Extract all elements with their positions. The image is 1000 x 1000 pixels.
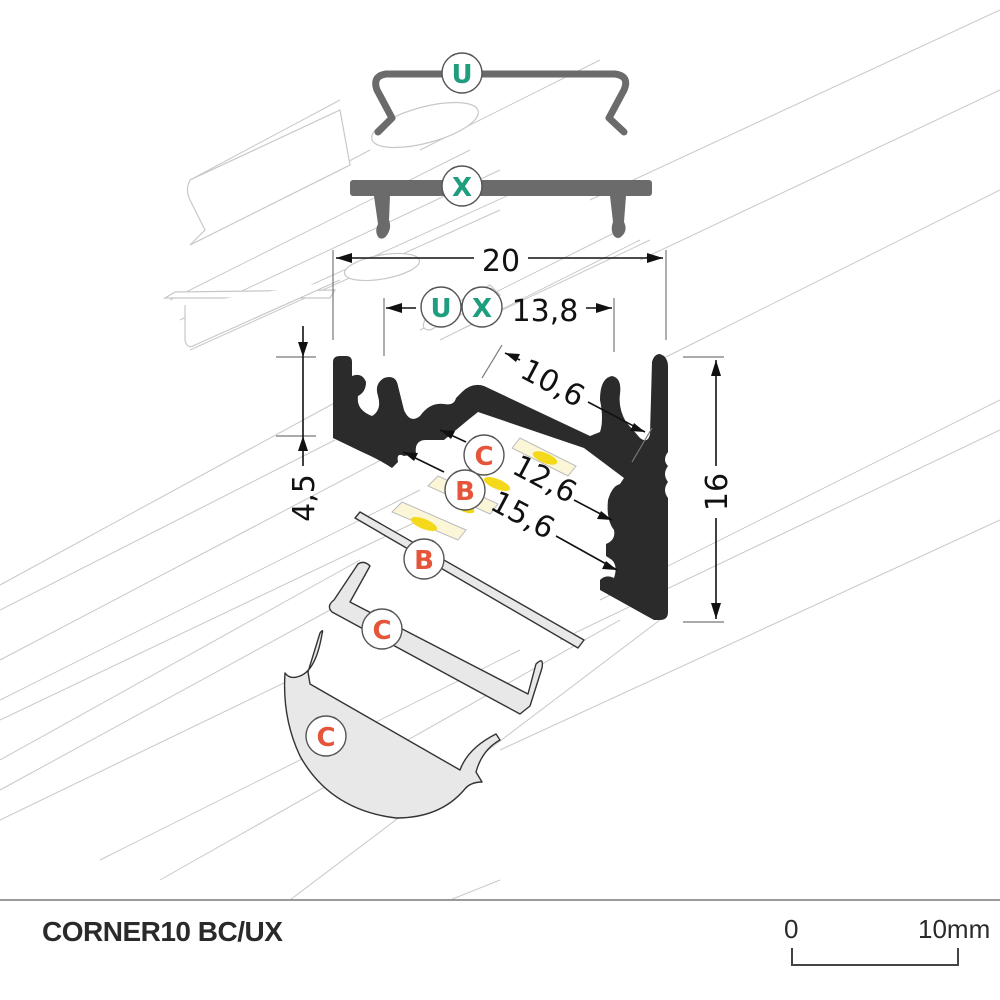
x-cover [350, 180, 652, 239]
c-round-diffuser [283, 630, 501, 819]
badge-label-u: U [451, 60, 472, 90]
badge-c-round-diffuser: C [305, 715, 347, 757]
dimension-label-inner-diagonal: 10,6 [515, 352, 590, 414]
badge-label-x-dim: X [472, 294, 492, 324]
badge-x-dimension: X [461, 286, 503, 328]
badge-b-strip: B [444, 469, 486, 511]
u-cover [372, 70, 630, 136]
dimension-side-depth: 4,5 [276, 326, 322, 522]
scale-bar [791, 948, 959, 966]
badge-b-diffuser: B [403, 538, 445, 580]
badge-label-c-round: C [316, 723, 335, 753]
badge-x-cover: X [441, 165, 483, 207]
dimension-label-side-depth: 4,5 [287, 474, 322, 522]
dimension-cover-width: 13,8 [383, 294, 615, 356]
dimension-overall-width: 20 [332, 244, 667, 340]
scale-end-label: 10mm [918, 914, 991, 944]
led-strip-b-lower [391, 501, 467, 541]
dimension-label-cover-width: 13,8 [512, 294, 579, 329]
badge-c-clip-diffuser: C [361, 608, 403, 650]
badge-c-strip: C [463, 434, 505, 476]
dimension-overall-height: 16 [683, 356, 735, 623]
led-strip-c [511, 437, 577, 477]
footer-divider [0, 899, 1000, 901]
dimension-label-overall-width: 20 [482, 244, 520, 279]
badge-u-dimension: U [420, 286, 462, 328]
badge-label-c-clip: C [372, 616, 391, 646]
badge-u-cover: U [441, 52, 483, 94]
badge-label-u-dim: U [430, 294, 451, 324]
badge-label-b-diffuser: B [414, 546, 434, 576]
dimension-label-overall-height: 16 [700, 473, 735, 511]
aluminium-profile [333, 354, 668, 620]
c-clip-diffuser [328, 561, 544, 715]
product-name: CORNER10 BC/UX [42, 916, 283, 947]
scale-start-label: 0 [784, 914, 799, 944]
badge-label-b-strip: B [455, 477, 475, 507]
badge-label-c-strip: C [474, 442, 493, 472]
badge-label-x: X [452, 173, 472, 203]
